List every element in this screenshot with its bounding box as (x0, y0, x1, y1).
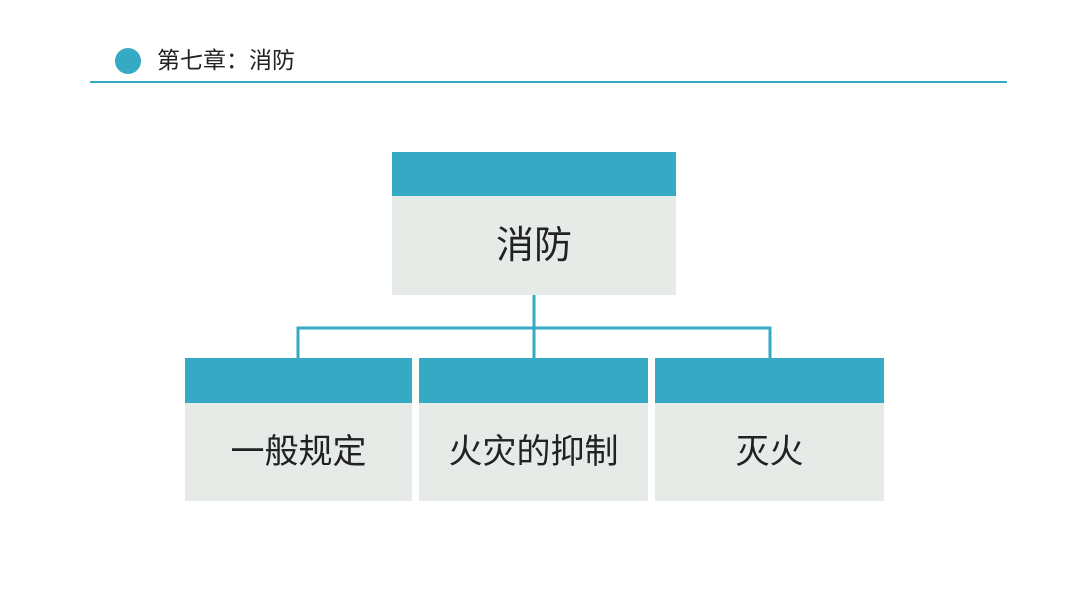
node-label: 火灾的抑制 (448, 432, 619, 472)
diagram-node-general-rules: 一般规定 (185, 358, 412, 501)
node-header-bar (185, 358, 412, 403)
node-header-bar (655, 358, 884, 403)
node-label: 消防 (495, 223, 572, 267)
chapter-bullet-icon (115, 48, 141, 74)
node-header-bar (392, 152, 676, 196)
node-header-bar (419, 358, 648, 403)
diagram-node-extinguishing: 灭火 (655, 358, 884, 501)
node-label: 一般规定 (230, 432, 367, 472)
diagram-node-root: 消防 (392, 152, 676, 295)
node-label: 灭火 (735, 432, 804, 472)
page-title: 第七章：消防 (157, 48, 295, 74)
diagram-node-fire-suppression: 火灾的抑制 (419, 358, 648, 501)
header-divider (90, 81, 1007, 83)
